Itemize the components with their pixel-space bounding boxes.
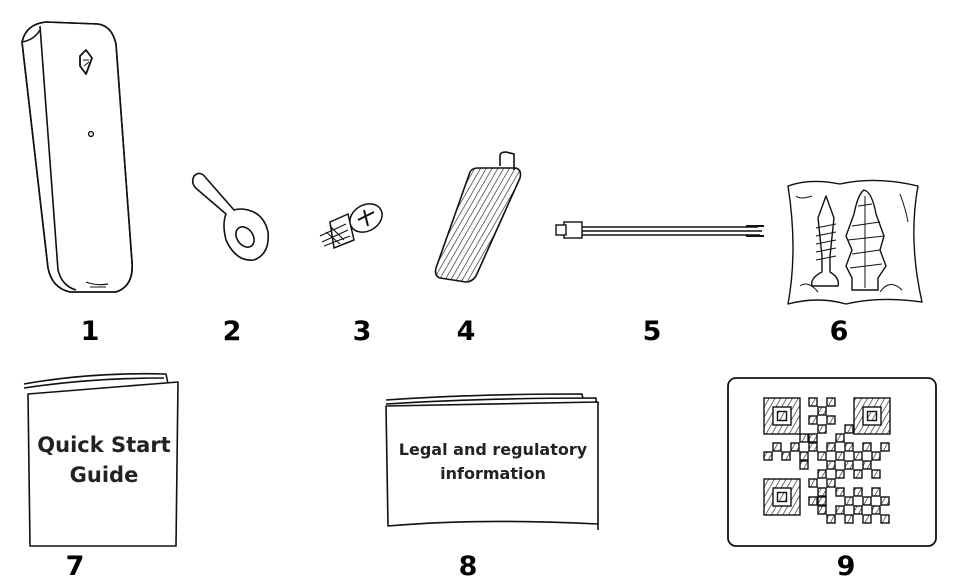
qr-module — [853, 469, 863, 479]
qr-module — [835, 505, 845, 515]
qr-module — [817, 487, 827, 497]
qr-module — [835, 433, 845, 443]
qr-module — [763, 451, 773, 461]
qr-module — [835, 469, 845, 479]
qr-module — [781, 451, 791, 461]
qr-module — [808, 433, 818, 443]
qr-module — [808, 442, 818, 452]
mounting-kit-bag — [787, 179, 923, 305]
qr-module — [844, 424, 854, 434]
qr-module — [844, 460, 854, 470]
qr-module — [862, 514, 872, 524]
qr-module — [817, 469, 827, 479]
qr-module — [880, 442, 890, 452]
legal-information-booklet — [385, 393, 599, 531]
item-number-3: 3 — [352, 316, 372, 347]
qr-code-card — [727, 377, 937, 547]
qr-module — [871, 487, 881, 497]
item-number-7: 7 — [65, 551, 85, 582]
qr-module — [790, 442, 800, 452]
qr-module — [871, 505, 881, 515]
qr-module — [799, 433, 809, 443]
qr-module — [826, 514, 836, 524]
quick-start-line-1: Quick Start — [37, 433, 171, 457]
screw — [319, 203, 383, 250]
qr-module — [835, 487, 845, 497]
qr-module — [826, 397, 836, 407]
qr-module — [835, 451, 845, 461]
qr-module — [776, 491, 788, 503]
qr-module — [844, 442, 854, 452]
item-number-4: 4 — [456, 316, 476, 347]
qr-module — [866, 410, 878, 422]
qr-module — [799, 451, 809, 461]
item-number-2: 2 — [222, 316, 242, 347]
qr-module — [853, 487, 863, 497]
qr-module — [853, 451, 863, 461]
qr-module — [817, 496, 827, 506]
qr-module — [880, 496, 890, 506]
qr-module — [826, 442, 836, 452]
qr-module — [817, 505, 827, 515]
quick-start-guide-title: Quick Start Guide — [28, 430, 180, 490]
qr-module — [808, 415, 818, 425]
quick-start-guide-booklet — [23, 372, 179, 547]
qr-module — [862, 496, 872, 506]
qr-module — [871, 451, 881, 461]
qr-module — [853, 505, 863, 515]
qr-module — [844, 514, 854, 524]
qr-module — [808, 496, 818, 506]
item-number-9: 9 — [836, 551, 856, 582]
qr-module — [763, 397, 801, 435]
qr-code-icon — [763, 397, 891, 524]
legal-line-1: Legal and regulatory — [398, 440, 588, 459]
qr-module — [880, 514, 890, 524]
item-number-6: 6 — [829, 316, 849, 347]
qr-module — [772, 442, 782, 452]
qr-module — [817, 451, 827, 461]
qr-module — [844, 496, 854, 506]
legal-line-2: information — [440, 464, 546, 483]
legal-information-title: Legal and regulatory information — [388, 438, 598, 486]
qr-module — [776, 410, 788, 422]
sensor-device — [21, 21, 133, 293]
adhesive-pad — [434, 151, 522, 283]
item-number-1: 1 — [80, 316, 100, 347]
qr-module — [808, 397, 818, 407]
quick-start-line-2: Guide — [69, 463, 139, 487]
item-number-8: 8 — [458, 551, 478, 582]
key-tool — [191, 172, 270, 261]
qr-module — [862, 442, 872, 452]
qr-module — [817, 406, 827, 416]
qr-module — [871, 469, 881, 479]
qr-module — [826, 478, 836, 488]
qr-module — [799, 460, 809, 470]
item-number-5: 5 — [642, 316, 662, 347]
qr-module — [826, 460, 836, 470]
qr-module — [862, 460, 872, 470]
qr-module — [826, 415, 836, 425]
qr-module — [808, 478, 818, 488]
cable — [555, 221, 764, 239]
qr-module — [817, 424, 827, 434]
